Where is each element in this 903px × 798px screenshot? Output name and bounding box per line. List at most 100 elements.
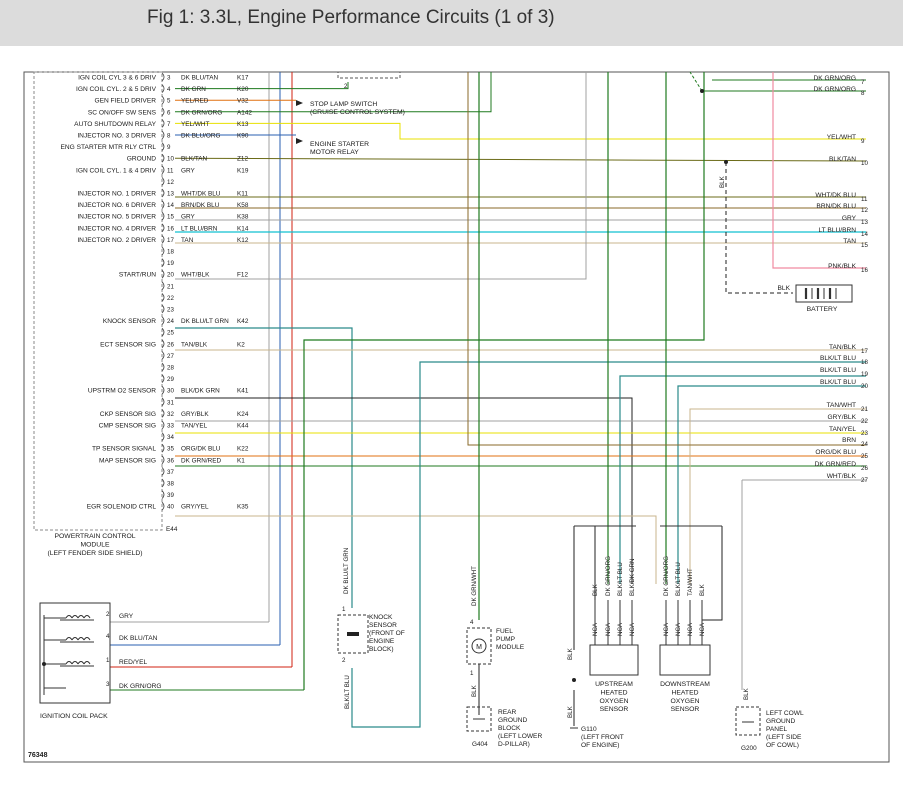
right-wire-label: TAN/WHT: [826, 402, 856, 409]
pcm-pin-number: 18: [167, 249, 174, 256]
wire-yel-wht: [175, 122, 866, 140]
pcm-pin-terminal: [161, 455, 165, 465]
pcm-pin-label: START/RUN: [119, 272, 156, 279]
right-wire-label: DK GRN/ORG: [814, 86, 857, 93]
right-wire-label: GRY: [842, 215, 857, 222]
pcm-circuit-id: Z12: [237, 156, 248, 163]
wire-dk-blu-lt-grn: [175, 327, 353, 608]
knock-wire-bottom-label: BLK/LT BLU: [344, 675, 351, 709]
right-wire-label: BLK/LT BLU: [820, 367, 856, 374]
wire-blk-tan: [174, 157, 867, 162]
right-connection-number: 20: [861, 383, 868, 390]
g110-wire-label: BLK: [567, 647, 574, 660]
pcm-pin-terminal: [161, 200, 165, 209]
upstream-nca-label: NCA: [629, 622, 636, 636]
pcm-pin-number: 5: [167, 98, 171, 105]
pcm-pin-number: 6: [167, 109, 171, 116]
pcm-pin-number: 4: [167, 86, 171, 93]
fuel-pump-wire-label: DK GRN/WHT: [471, 566, 478, 606]
pcm-pin-number: 15: [167, 214, 174, 221]
rear-ground-label-line: D-PILLAR): [498, 741, 530, 748]
right-connection-number: 13: [861, 219, 868, 226]
pcm-pin-terminal: [161, 95, 165, 105]
pcm-wire-color: BRN/DK BLU: [181, 202, 220, 209]
coil-wire-label: RED/YEL: [119, 659, 148, 666]
right-wire-label: DK GRN/RED: [815, 461, 857, 468]
knock-sensor-label-line: (FRONT OF: [369, 630, 405, 637]
downstream-o2-box: [659, 644, 711, 676]
starter-relay-label-line: ENGINE STARTER: [310, 141, 369, 148]
pcm-pin-number: 25: [167, 330, 174, 337]
pcm-pin-label: INJECTOR NO. 5 DRIVER: [77, 214, 156, 221]
wires-layer: [110, 71, 867, 728]
coil-wire-label: DK GRN/ORG: [119, 683, 162, 690]
pcm-pin-terminal: [161, 467, 165, 476]
downstream-nca-label: NCA: [663, 622, 670, 636]
pcm-pin-number: 23: [167, 307, 174, 314]
pcm-wire-color: DK GRN/RED: [181, 457, 222, 464]
downstream-o2-label-line: HEATED: [671, 689, 698, 696]
pcm-circuit-id: K17: [237, 75, 249, 82]
rear-ground-label-line: REAR: [498, 709, 517, 716]
arrow-stop-lamp: [296, 100, 303, 106]
pcm-pin-label: ECT SENSOR SIG: [100, 341, 156, 348]
pcm-circuit-id: K24: [237, 411, 249, 418]
stop-lamp-pin: 2: [344, 83, 348, 90]
splice-dot: [700, 89, 704, 93]
pcm-pin-label: TP SENSOR SIGNAL: [92, 446, 156, 453]
pcm-pin-terminal: [161, 235, 165, 244]
coil-winding: [65, 637, 73, 641]
pcm-pin-terminal: [161, 269, 165, 279]
pcm-circuit-id: K90: [237, 133, 249, 140]
pcm-circuit-id: K11: [237, 191, 248, 198]
pcm-pin-terminal: [161, 177, 165, 186]
pcm-name-line: MODULE: [80, 541, 110, 548]
pcm-wire-color: DK GRN: [181, 86, 206, 93]
pcm-pin-number: 13: [167, 191, 174, 198]
right-connection-number: 18: [861, 359, 868, 366]
rear-ground-label-line: GROUND: [498, 717, 528, 724]
right-connection-number: 8: [861, 90, 865, 97]
figure-id: 76348: [28, 752, 48, 759]
right-connection-number: 16: [861, 267, 868, 274]
pcm-connector-id: E44: [166, 526, 178, 533]
pcm-pin-terminal: [161, 374, 165, 383]
pcm-pin-label: INJECTOR NO. 1 DRIVER: [77, 191, 156, 198]
pcm-pin-terminal: [161, 397, 165, 407]
pcm-pin-label: INJECTOR NO. 3 DRIVER: [77, 133, 156, 140]
pcm-pin-terminal: [161, 443, 165, 453]
pcm-pin-terminal: [161, 316, 165, 325]
g110-label-line: G110: [581, 726, 597, 733]
pcm-pin-terminal: [161, 119, 165, 128]
coil-pack-label: IGNITION COIL PACK: [40, 713, 108, 720]
cowl-ground-label-line: GROUND: [766, 718, 796, 725]
coil-pack-box: [39, 602, 111, 704]
splice-dot: [42, 662, 46, 666]
fuel-pump-label-line: PUMP: [496, 636, 516, 643]
pcm-pin-terminal: [161, 339, 165, 349]
pcm-pin-number: 38: [167, 481, 174, 488]
pcm-pin-number: 39: [167, 492, 174, 499]
right-wire-label: WHT/DK BLU: [815, 192, 856, 199]
right-connection-number: 19: [861, 371, 868, 378]
pcm-wire-color: DK BLU/TAN: [181, 75, 219, 82]
downstream-nca-label: NCA: [675, 622, 682, 636]
pcm-pin-terminal: [161, 142, 165, 151]
coil-pin-number: 1: [106, 657, 110, 664]
pcm-wire-color: GRY: [181, 214, 195, 221]
pcm-pin-number: 32: [167, 411, 174, 418]
wire-dk-grn-org-coil3: [303, 72, 705, 690]
knock-sensor-element: [347, 632, 359, 636]
right-connection-number: 14: [861, 231, 868, 238]
upstream-o2-label-line: SENSOR: [600, 706, 629, 713]
pcm-pin-terminal: [161, 409, 165, 418]
right-wire-label: ORG/DK BLU: [815, 449, 856, 456]
wire-wht-blk: [175, 72, 587, 280]
pcm-pin-number: 20: [167, 272, 174, 279]
coil-pin-number: 2: [106, 611, 110, 618]
pcm-pin-number: 11: [167, 167, 174, 174]
pcm-pin-number: 16: [167, 225, 174, 232]
pcm-pin-terminal: [161, 362, 165, 372]
pcm-wire-color: DK GRN/ORG: [181, 109, 222, 116]
pcm-pin-label: MAP SENSOR SIG: [99, 457, 156, 464]
